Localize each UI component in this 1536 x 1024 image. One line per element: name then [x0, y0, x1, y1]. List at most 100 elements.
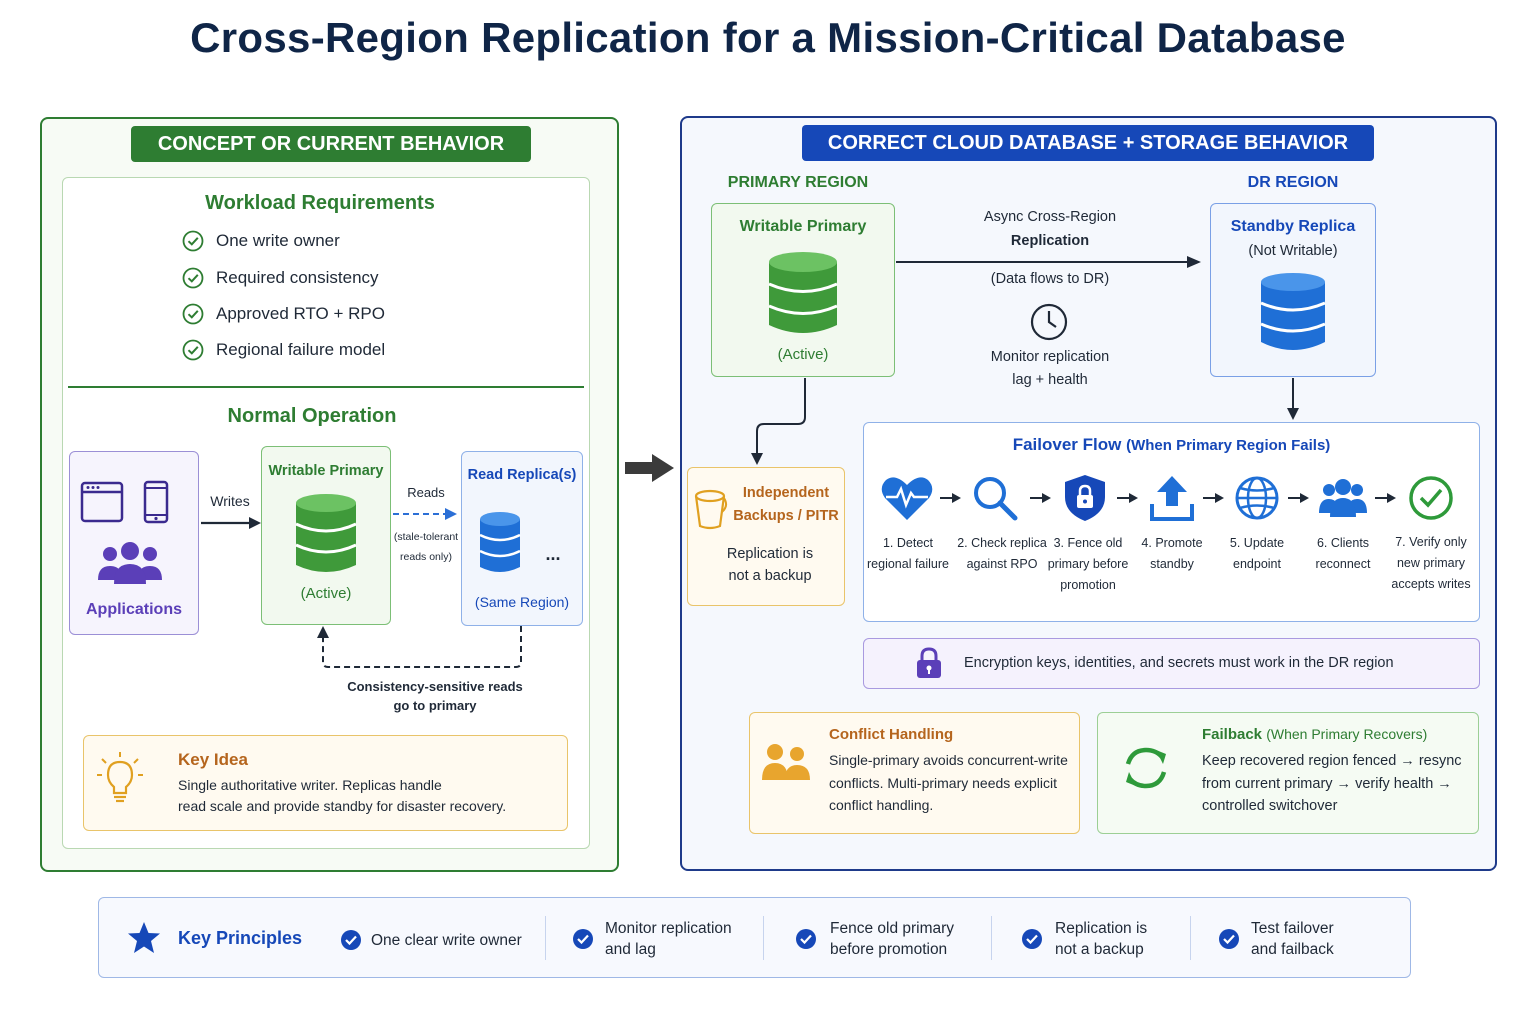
step-label-line: 3. Fence old: [1053, 536, 1123, 550]
users-icon: [762, 744, 810, 780]
failover-subheading: (When Primary Region Fails): [1126, 437, 1331, 454]
principle-line: Replication is: [1055, 920, 1148, 937]
more-replicas-ellipsis: ...: [545, 544, 561, 564]
primary-to-backups-arrow: [751, 378, 806, 465]
consistency-reads-label-2: go to primary: [393, 698, 477, 713]
database-icon: [1260, 273, 1326, 350]
failback-text-2: from current primary → verify health →: [1202, 776, 1452, 792]
requirement-item: Required consistency: [182, 265, 379, 291]
reads-arrow: [393, 508, 457, 520]
consistency-reads-arrow: [317, 626, 522, 668]
lightbulb-icon: [97, 752, 143, 803]
database-icon: [768, 252, 838, 333]
principle-line: before promotion: [830, 941, 948, 958]
failback-text-3: controlled switchover: [1202, 798, 1338, 814]
step-label-line: regional failure: [867, 557, 949, 571]
writes-arrow: [201, 517, 261, 529]
principle-line: Monitor replication: [605, 920, 732, 937]
principle-text: Replication is not a backup: [1055, 918, 1147, 960]
failover-flow-box: [863, 422, 1480, 622]
normal-operation-heading: Normal Operation: [227, 405, 397, 427]
not-writable-label: (Not Writable): [1248, 243, 1338, 259]
mobile-phone-icon: [143, 480, 169, 524]
right-banner: CORRECT CLOUD DATABASE + STORAGE BEHAVIO…: [802, 125, 1374, 161]
applications-label: Applications: [85, 601, 182, 618]
step-arrow: [1117, 493, 1138, 503]
failover-step-6: 6. Clients reconnect: [1303, 533, 1383, 575]
principle-line: Fence old primary: [830, 920, 955, 937]
step-label-line: 1. Detect: [882, 536, 934, 550]
step-label-line: standby: [1150, 557, 1194, 571]
principle-text: Monitor replication and lag: [605, 918, 732, 960]
users-icon: [98, 542, 162, 584]
step-label-line: primary before: [1047, 557, 1129, 571]
failover-step-5: 5. Update endpoint: [1217, 533, 1297, 575]
principle-text: One clear write owner: [371, 930, 522, 951]
data-flows-label: (Data flows to DR): [990, 271, 1110, 287]
database-icon: [479, 512, 521, 572]
consistency-reads-label: Consistency-sensitive reads: [347, 679, 523, 694]
async-replication-label: Async Cross-Region: [983, 209, 1117, 225]
check-circle-icon: [1401, 473, 1461, 523]
shield-lock-icon: [1055, 473, 1115, 523]
transition-arrow: [625, 454, 674, 482]
magnifier-icon: [965, 473, 1025, 523]
failback-text: Keep recovered region fenced → resync: [1202, 753, 1462, 769]
step-label-line: promotion: [1060, 578, 1116, 592]
failback-subheading: (When Primary Recovers): [1266, 726, 1428, 742]
principle-line: One clear write owner: [371, 931, 522, 949]
step-arrow: [1030, 493, 1051, 503]
writes-label: Writes: [210, 493, 250, 509]
encryption-text: Encryption keys, identities, and secrets…: [964, 655, 1394, 671]
replication-arrow: [896, 256, 1201, 268]
failback-box: [1097, 712, 1479, 834]
step-label-line: endpoint: [1233, 557, 1281, 571]
requirement-label: Approved RTO + RPO: [216, 304, 385, 323]
failover-step-7: 7. Verify only new primary accepts write…: [1386, 532, 1476, 595]
step-label-line: 2. Check replica: [957, 536, 1047, 550]
key-idea-heading: Key Idea: [178, 750, 248, 769]
active-label: (Active): [300, 585, 352, 602]
page-title: Cross-Region Replication for a Mission-C…: [190, 14, 1346, 61]
async-replication-label-2: Replication: [1010, 233, 1090, 249]
principle-line: and failback: [1251, 941, 1334, 958]
step-arrow: [1203, 493, 1224, 503]
check-circle-icon: [182, 267, 204, 289]
backups-label-2: Backups / PITR: [733, 508, 839, 524]
writable-primary-label: Writable Primary: [268, 463, 384, 479]
key-principles-heading: Key Principles: [178, 928, 303, 948]
principle-separator: [991, 916, 992, 960]
monitor-label: Monitor replication: [990, 349, 1110, 365]
principle-item: Fence old primary before promotion: [795, 918, 954, 960]
clock-icon: [1030, 303, 1068, 341]
failover-step-3: 3. Fence old primary before promotion: [1045, 533, 1131, 596]
dr-region-label: DR REGION: [1247, 174, 1339, 191]
key-idea-text: Single authoritative writer. Replicas ha…: [178, 777, 442, 793]
writable-primary-label: Writable Primary: [739, 218, 867, 235]
check-circle-icon: [341, 930, 361, 950]
principle-item: Test failover and failback: [1218, 918, 1334, 960]
requirement-item: One write owner: [182, 228, 340, 254]
check-circle-icon: [1219, 929, 1239, 949]
principle-item: Replication is not a backup: [1021, 918, 1147, 960]
left-banner: CONCEPT OR CURRENT BEHAVIOR: [131, 126, 531, 162]
failover-heading: Failover Flow: [1012, 435, 1122, 454]
conflict-text-2: conflicts. Multi-primary needs explicit: [829, 775, 1057, 791]
check-circle-icon: [1022, 929, 1042, 949]
step-label-line: 5. Update: [1229, 536, 1285, 550]
standby-replica-label: Standby Replica: [1230, 218, 1356, 235]
key-idea-text-2: read scale and provide standby for disas…: [178, 798, 507, 814]
principle-item: One clear write owner: [340, 929, 522, 951]
encryption-box: [863, 638, 1480, 689]
active-label: (Active): [777, 346, 829, 363]
lock-icon: [917, 647, 941, 678]
requirement-label: One write owner: [216, 231, 340, 250]
step-label-line: 7. Verify only: [1395, 535, 1467, 549]
primary-region-label: PRIMARY REGION: [727, 174, 869, 191]
failover-step-4: 4. Promote standby: [1132, 533, 1212, 575]
globe-icon: [1227, 473, 1287, 523]
failover-step-1: 1. Detect regional failure: [865, 533, 951, 575]
check-circle-icon: [182, 339, 204, 361]
conflict-text: Single-primary avoids concurrent-write: [829, 752, 1068, 768]
writable-primary-box: [711, 203, 895, 377]
